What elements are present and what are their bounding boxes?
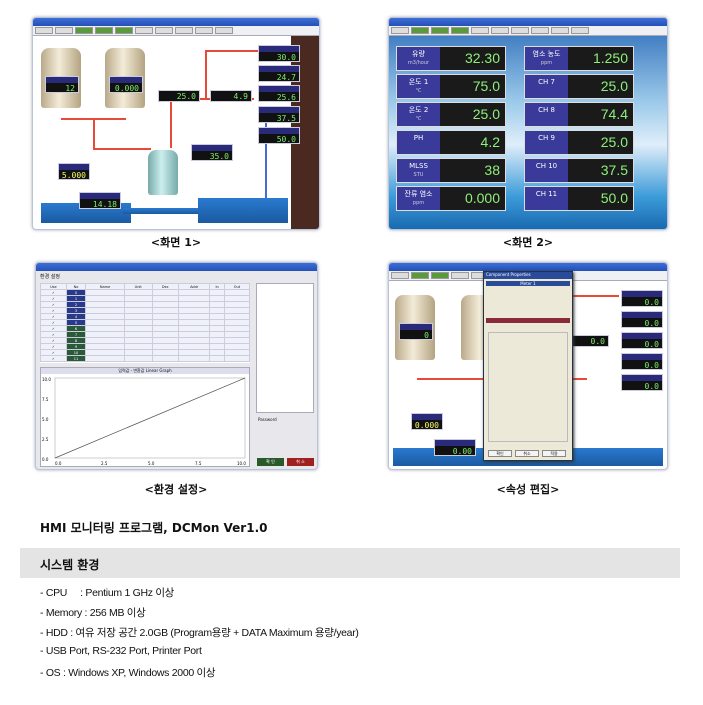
- caption-property-editor: <속성 편집>: [496, 483, 560, 496]
- screenshot-main-screen-1: 12 0.000 25.0 4.9 5.000 35.0 14.18 30.0 …: [32, 17, 320, 230]
- x-tick: 10.0: [237, 461, 246, 466]
- dialog-title: Component Properties: [484, 272, 572, 279]
- meter-5: 5.000: [58, 163, 90, 180]
- dialog-tab[interactable]: Meter 1: [486, 281, 570, 286]
- x-tick: 0.0: [55, 461, 62, 466]
- section-title: 시스템 환경: [40, 558, 100, 572]
- channel-meter: 25.6: [258, 85, 300, 102]
- reactor-tank: [148, 150, 178, 195]
- meter: 0.0: [621, 332, 663, 349]
- settings-title: 환경 설정: [40, 274, 60, 280]
- meter: 0.0: [621, 290, 663, 307]
- spec-item: - HDD : 여유 저장 공간 2.0GB (Program용량 + DATA…: [40, 627, 359, 639]
- title-bar: [33, 18, 319, 26]
- graph-line: [54, 377, 246, 459]
- meter: 0.00: [434, 439, 476, 456]
- ok-button[interactable]: 확 인: [257, 458, 284, 466]
- toolbar: [33, 26, 319, 36]
- spec-item: - USB Port, RS-232 Port, Printer Port: [40, 645, 202, 657]
- product-title: HMI 모니터링 프로그램, DCMon Ver1.0: [40, 521, 268, 535]
- graph-title: 입력값 - 변환값 Linear Graph: [41, 368, 249, 374]
- pump-2-meter: 4.9: [210, 90, 252, 102]
- meter: 0.0: [621, 374, 663, 391]
- meter: 0.0: [567, 335, 609, 347]
- linear-graph: 입력값 - 변환값 Linear Graph 10.0 7.5 5.0 2.5 …: [40, 367, 250, 467]
- screenshot-property-editor: 0 0.0 0.0 0.0 0.0 0.0 0.0 0.000 0.00 Com…: [388, 262, 668, 470]
- channel-meter: 50.0: [258, 127, 300, 144]
- level-meter: 14.18: [79, 192, 121, 209]
- apply-button[interactable]: 적용: [542, 450, 566, 457]
- pump-1-meter: 25.0: [158, 90, 200, 102]
- y-tick: 2.5: [42, 437, 49, 442]
- cancel-button[interactable]: 취 소: [287, 458, 314, 466]
- ok-button[interactable]: 확인: [488, 450, 512, 457]
- meter: 0: [399, 323, 433, 340]
- channel-meter: 30.0: [258, 45, 300, 62]
- graph-plot: 10.0 7.5 5.0 2.5 0.0 0.0 2.5 5.0 7.5 10.…: [42, 377, 246, 466]
- meter: 0.000: [411, 413, 443, 430]
- section-header-bar: [20, 548, 680, 578]
- spec-item: - CPU : Pentium 1 GHz 이상: [40, 587, 175, 599]
- password-label: Password: [258, 417, 277, 422]
- component-properties-dialog: Component Properties Meter 1 확인 취소 적용: [483, 271, 573, 461]
- caption-screen-2: <화면 2>: [502, 236, 554, 249]
- y-tick: 10.0: [42, 377, 51, 382]
- valve-meter: 35.0: [191, 144, 233, 161]
- x-tick: 5.0: [148, 461, 155, 466]
- x-tick: 7.5: [195, 461, 202, 466]
- y-tick: 5.0: [42, 417, 49, 422]
- channel-meter: 37.5: [258, 106, 300, 123]
- y-tick: 7.5: [42, 397, 49, 402]
- meter: 0.0: [621, 353, 663, 370]
- tank-1-meter: 12: [45, 76, 79, 93]
- caption-screen-1: <화면 1>: [150, 236, 202, 249]
- conversion-list: [256, 283, 314, 413]
- x-tick: 2.5: [101, 461, 108, 466]
- channel-meter: 24.7: [258, 65, 300, 82]
- y-tick: 0.0: [42, 457, 49, 462]
- spec-item: - Memory : 256 MB 이상: [40, 607, 146, 619]
- spec-item: - OS : Windows XP, Windows 2000 이상: [40, 667, 216, 679]
- tank-2-meter: 0.000: [109, 76, 143, 93]
- caption-settings: <환경 설정>: [144, 483, 208, 496]
- meter: 0.0: [621, 311, 663, 328]
- cancel-button[interactable]: 취소: [515, 450, 539, 457]
